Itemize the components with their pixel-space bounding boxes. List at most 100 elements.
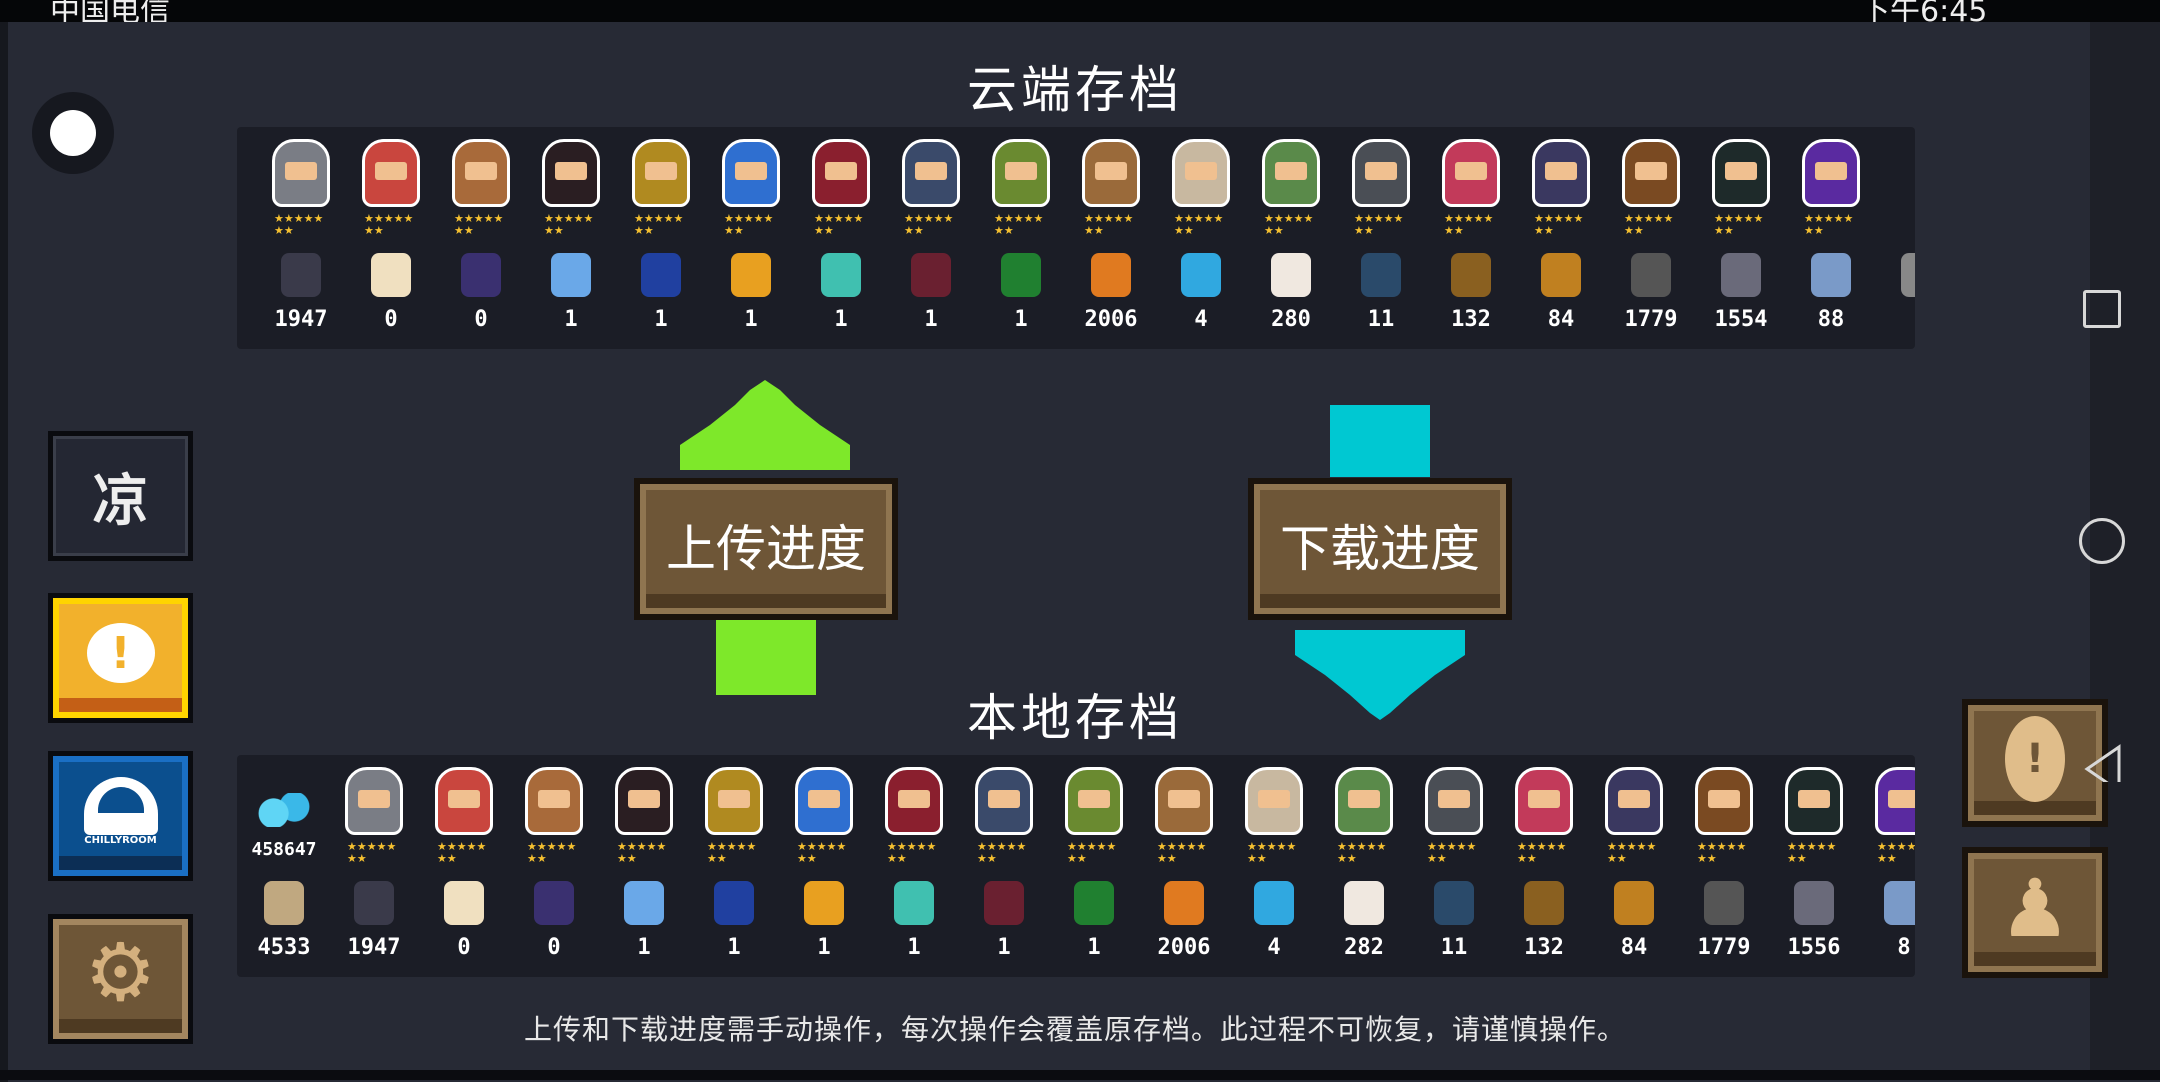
chillyroom-button[interactable]: CHILLYROOM (48, 751, 193, 881)
material-icon (1361, 253, 1401, 297)
character-sprite-icon (1065, 767, 1123, 835)
material-slot[interactable]: 4533 (239, 755, 329, 977)
material-slot[interactable]: 84 (1516, 127, 1606, 349)
material-count: 1 (654, 307, 668, 332)
star-rating-icon: ★★★★★★★ (1264, 212, 1314, 237)
material-slot[interactable]: 84 (1589, 755, 1679, 977)
gem-currency: 458647 (239, 775, 329, 860)
star-rating-icon: ★★★★★★★ (1877, 840, 1915, 865)
character-sprite-icon (1262, 139, 1320, 207)
material-slot[interactable]: 88 (1786, 127, 1876, 349)
material-count: 0 (547, 935, 561, 960)
material-slot[interactable]: 2006 (1066, 127, 1156, 349)
gem-icon (258, 793, 310, 827)
clock: 下午6:45 (1860, 0, 1988, 22)
star-rating-icon: ★★★★★★★ (527, 840, 577, 865)
download-progress-button[interactable]: 下载进度 (1248, 478, 1512, 620)
material-count: 1779 (1697, 935, 1751, 960)
material-count: 84 (1620, 935, 1648, 960)
material-slot[interactable]: 1556 (1769, 755, 1859, 977)
material-slot[interactable]: 1779 (1606, 127, 1696, 349)
star-rating-icon: ★★★★★★★ (1174, 212, 1224, 237)
character-sprite-icon (452, 139, 510, 207)
material-icon (1794, 881, 1834, 925)
material-slot[interactable]: 0 (346, 127, 436, 349)
material-slot[interactable]: 1947 (329, 755, 419, 977)
material-slot[interactable]: 1 (689, 755, 779, 977)
character-sprite-icon (1352, 139, 1410, 207)
material-slot[interactable]: 8 (1859, 755, 1915, 977)
material-slot[interactable]: 1 (796, 127, 886, 349)
toggle-dot-button[interactable] (32, 92, 114, 174)
material-slot[interactable]: 1 (616, 127, 706, 349)
material-count: 1 (637, 935, 651, 960)
material-slot[interactable]: 3 (237, 127, 256, 349)
back-icon[interactable] (2083, 744, 2121, 782)
material-slot[interactable]: 1 (1049, 755, 1139, 977)
material-slot[interactable]: 1947 (256, 127, 346, 349)
material-slot[interactable]: 132 (1499, 755, 1589, 977)
material-slot[interactable]: 1 (599, 755, 689, 977)
liang-button[interactable]: 凉 (48, 431, 193, 561)
chillyroom-logo-text: CHILLYROOM (84, 834, 157, 846)
upload-progress-button[interactable]: 上传进度 (634, 478, 898, 620)
material-count: 1 (817, 935, 831, 960)
material-slot[interactable]: 2006 (1139, 755, 1229, 977)
material-slot[interactable]: 1 (526, 127, 616, 349)
material-slot[interactable]: 11 (1336, 127, 1426, 349)
material-slot[interactable]: 1 (959, 755, 1049, 977)
material-slot[interactable]: 1 (779, 755, 869, 977)
material-icon (1524, 881, 1564, 925)
material-slot[interactable]: 0 (436, 127, 526, 349)
material-icon (1074, 881, 1114, 925)
material-slot[interactable]: 4 (1229, 755, 1319, 977)
character-sprite-icon (1605, 767, 1663, 835)
material-count: 0 (384, 307, 398, 332)
material-slot[interactable]: 282 (1319, 755, 1409, 977)
character-sprite-icon (272, 139, 330, 207)
star-rating-icon: ★★★★★★★ (1067, 840, 1117, 865)
material-slot[interactable]: 1779 (1679, 755, 1769, 977)
settings-button[interactable]: ⚙ (48, 914, 193, 1044)
character-sprite-icon (992, 139, 1050, 207)
material-slot[interactable]: 280 (1246, 127, 1336, 349)
material-icon (1541, 253, 1581, 297)
character-sprite-icon (1425, 767, 1483, 835)
character-sprite-icon (435, 767, 493, 835)
notice-button[interactable]: ! (48, 593, 193, 723)
material-slot[interactable]: 2 (1876, 127, 1915, 349)
info-button[interactable]: ! (1962, 699, 2108, 827)
star-rating-icon: ★★★★★★★ (904, 212, 954, 237)
character-sprite-icon (362, 139, 420, 207)
material-slot[interactable]: 1 (976, 127, 1066, 349)
material-slot[interactable]: 1 (869, 755, 959, 977)
star-rating-icon: ★★★★★★★ (1517, 840, 1567, 865)
character-sprite-icon (705, 767, 763, 835)
character-sprite-icon (1785, 767, 1843, 835)
material-slot[interactable]: 11 (1409, 755, 1499, 977)
cloud-save-title: 云端存档 (967, 61, 1183, 119)
material-slot[interactable]: 132 (1426, 127, 1516, 349)
material-slot[interactable]: 1554 (1696, 127, 1786, 349)
material-icon (551, 253, 591, 297)
material-slot[interactable]: 1 (706, 127, 796, 349)
character-sprite-icon (902, 139, 960, 207)
material-slot[interactable]: 4 (1156, 127, 1246, 349)
character-sprite-icon (975, 767, 1033, 835)
exclamation-icon: ! (86, 623, 155, 683)
material-slot[interactable]: 1 (886, 127, 976, 349)
material-icon (1271, 253, 1311, 297)
material-slot[interactable]: 0 (509, 755, 599, 977)
star-rating-icon: ★★★★★★★ (634, 212, 684, 237)
material-count: 1 (997, 935, 1011, 960)
star-rating-icon: ★★★★★★★ (1607, 840, 1657, 865)
star-rating-icon: ★★★★★★★ (1714, 212, 1764, 237)
home-icon[interactable] (2079, 518, 2125, 564)
star-rating-icon: ★★★★★★★ (1084, 212, 1134, 237)
material-icon (1614, 881, 1654, 925)
material-count: 1 (834, 307, 848, 332)
profile-button[interactable]: ♟ (1962, 847, 2108, 978)
material-slot[interactable]: 0 (419, 755, 509, 977)
recents-icon[interactable] (2083, 290, 2121, 328)
star-rating-icon: ★★★★★★★ (617, 840, 667, 865)
